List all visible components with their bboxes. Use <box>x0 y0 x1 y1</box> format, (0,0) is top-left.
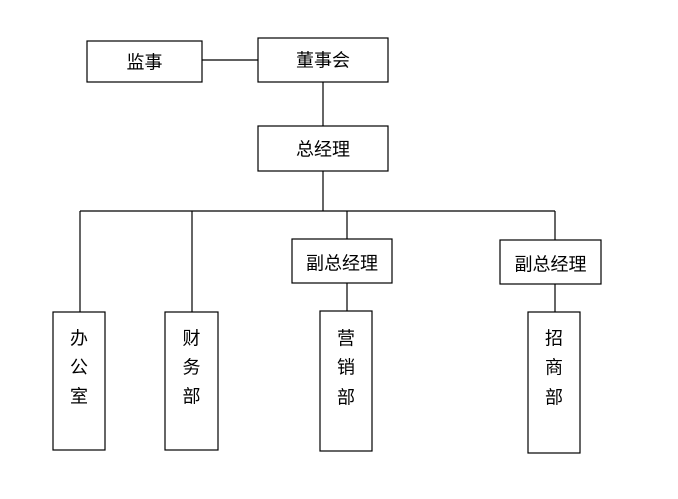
node-dept-marketing-char-3: 部 <box>337 388 355 409</box>
node-vgm-right-box <box>499 239 602 285</box>
connector-lines <box>79 59 556 312</box>
node-dept-investment-char-3: 部 <box>545 388 563 409</box>
node-dept-investment: 招 商 部 <box>527 311 581 454</box>
node-dept-office-char-2: 公 <box>70 358 88 379</box>
node-vgm-left-label: 副总经理 <box>306 254 378 275</box>
node-dept-finance-box <box>164 311 219 451</box>
node-board-label: 董事会 <box>296 51 350 72</box>
node-dept-office-char-3: 室 <box>70 387 88 408</box>
node-dept-finance-char-2: 务 <box>183 358 201 379</box>
node-supervisor-box <box>86 40 203 83</box>
node-dept-marketing-char-2: 销 <box>337 358 355 379</box>
node-vgm-left: 副总经理 <box>291 238 393 284</box>
node-gm: 总经理 <box>257 125 389 172</box>
node-dept-finance: 财 务 部 <box>164 311 219 451</box>
node-dept-marketing-char-1: 营 <box>337 329 355 350</box>
node-dept-marketing: 营 销 部 <box>319 310 373 452</box>
node-dept-office: 办 公 室 <box>52 311 106 451</box>
node-dept-investment-char-1: 招 <box>545 329 563 350</box>
node-board: 董事会 <box>257 37 389 83</box>
node-gm-label: 总经理 <box>296 140 350 161</box>
node-supervisor: 监事 <box>86 40 203 83</box>
node-dept-office-box <box>52 311 106 451</box>
node-dept-investment-char-2: 商 <box>545 358 563 379</box>
node-board-box <box>257 37 389 83</box>
node-vgm-right-label: 副总经理 <box>515 255 587 276</box>
node-dept-office-char-1: 办 <box>70 329 88 350</box>
node-dept-finance-char-3: 部 <box>183 387 201 408</box>
node-dept-investment-box <box>527 311 581 454</box>
node-vgm-left-box <box>291 238 393 284</box>
node-gm-box <box>257 125 389 172</box>
node-supervisor-label: 监事 <box>127 53 163 74</box>
node-vgm-right: 副总经理 <box>499 239 602 285</box>
node-dept-marketing-box <box>319 310 373 452</box>
node-dept-finance-char-1: 财 <box>183 329 201 350</box>
